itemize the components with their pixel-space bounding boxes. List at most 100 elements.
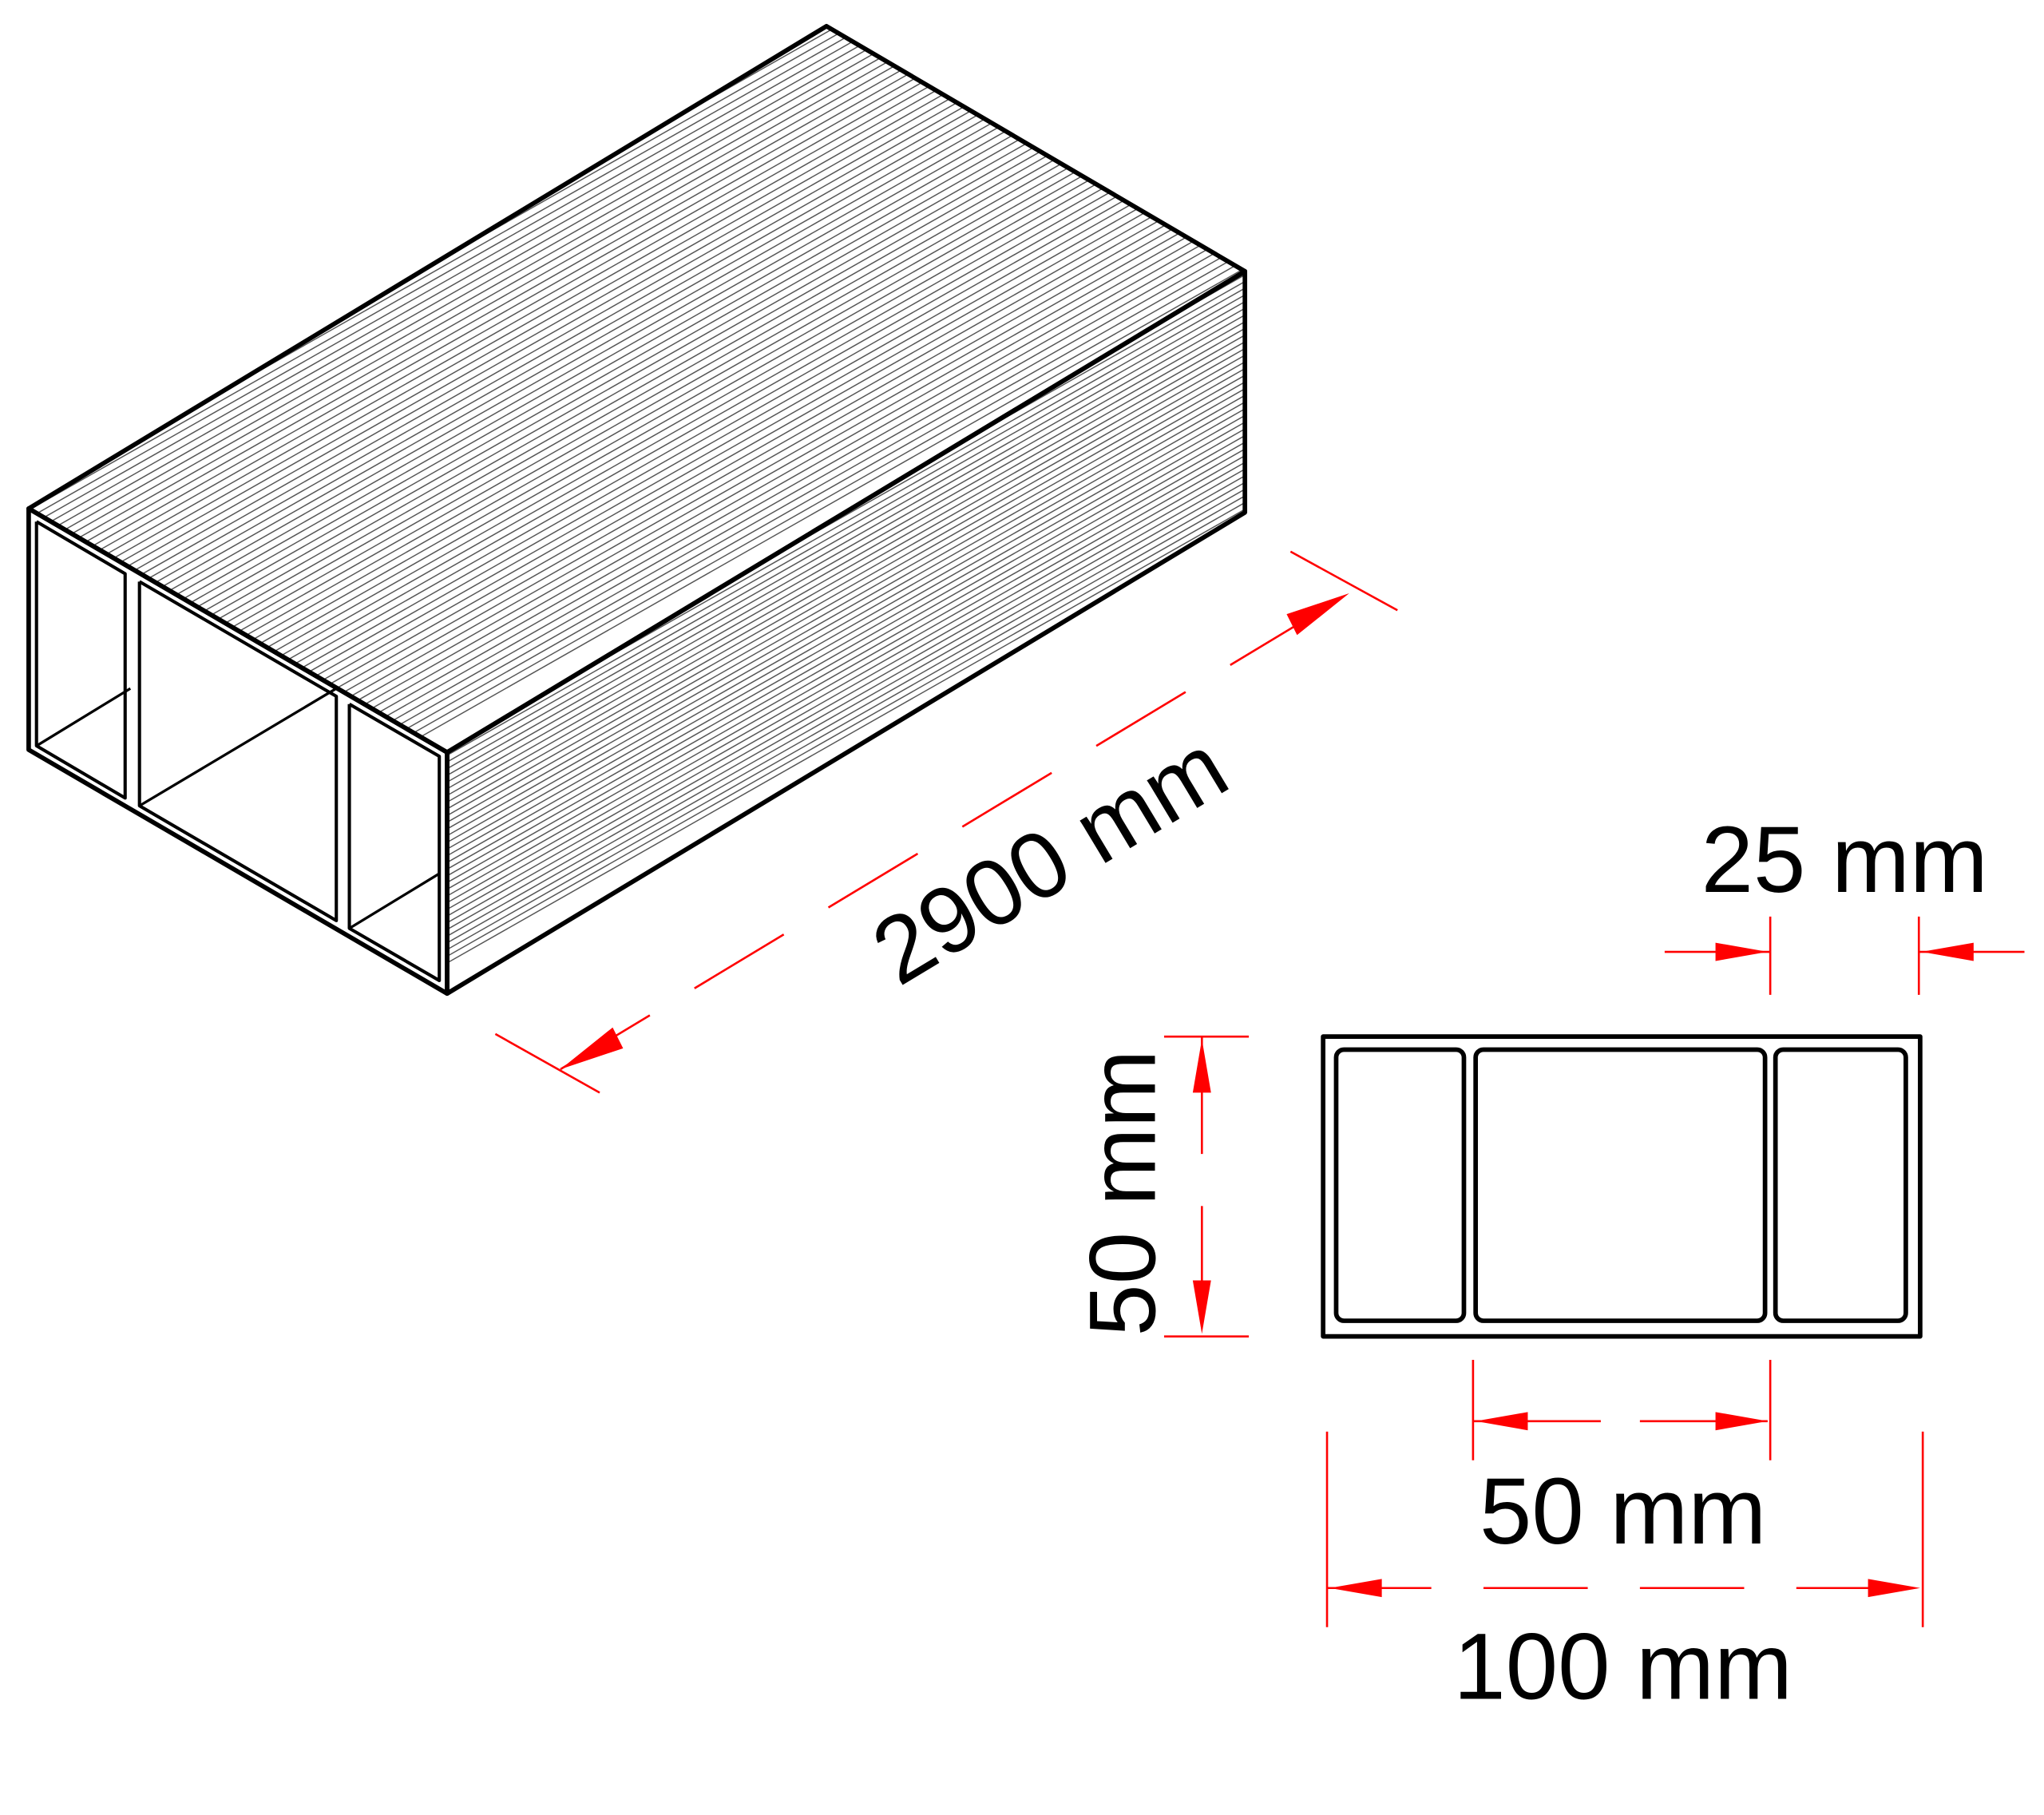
hatch-line (447, 298, 1246, 798)
cell-width-dimension: 25 mm (1664, 807, 2025, 995)
side-face (445, 268, 1248, 997)
hatch-line (65, 30, 942, 530)
hatch-line (274, 153, 1151, 652)
hatch-line (288, 160, 1165, 660)
total-width-dimension: 100 mm (1325, 1431, 1924, 1719)
center-cell-dimension: 50 mm (1472, 1360, 1772, 1563)
hatch-line (85, 42, 963, 542)
hatch-line (343, 193, 1221, 693)
hatch-line (447, 479, 1246, 979)
arrow-icon (1329, 1579, 1382, 1598)
hatch-line (51, 26, 928, 522)
hatch-line (414, 233, 1246, 734)
hatch-line (447, 359, 1246, 858)
hatch-line (447, 284, 1246, 784)
arrow-icon (1192, 1039, 1211, 1093)
arrow-icon (1868, 1579, 1920, 1598)
hatch-line (323, 180, 1200, 680)
hatch-line (260, 144, 1137, 644)
hatch-line (420, 238, 1246, 738)
hatch-line (184, 100, 1060, 600)
hatch-line (267, 149, 1144, 648)
center-cell-label: 50 mm (1480, 1459, 1766, 1563)
hatch-line (447, 271, 1246, 771)
hatch-line (447, 458, 1246, 958)
hatch-line (100, 50, 977, 551)
hatch-line (246, 136, 1123, 636)
hatch-line (93, 46, 970, 546)
hatch-line (371, 209, 1246, 709)
hatch-line (57, 26, 935, 526)
hatch-line (447, 425, 1246, 925)
hatch-line (218, 120, 1095, 620)
hatch-line (399, 225, 1246, 725)
arrow-icon (1286, 593, 1349, 636)
hatch-line (337, 188, 1214, 689)
hatch-line (447, 331, 1246, 831)
hatch-line (447, 438, 1246, 938)
hatch-line (295, 164, 1172, 664)
hatch-line (232, 128, 1110, 628)
hatch-line (162, 87, 1040, 587)
hatch-line (447, 345, 1246, 845)
hatch-line (190, 104, 1068, 604)
hatch-line (447, 365, 1246, 865)
hatch-line (281, 157, 1159, 656)
arrow-icon (1715, 1412, 1768, 1431)
hatch-line (447, 418, 1246, 918)
hatch-line (447, 338, 1246, 838)
arrow-icon (1476, 1412, 1528, 1431)
hatch-line (386, 217, 1246, 717)
hatch-line (156, 83, 1032, 583)
hatch-line (447, 405, 1246, 905)
hatch-line (447, 378, 1246, 878)
arrow-icon (1715, 942, 1768, 961)
hatch-line (149, 79, 1026, 579)
hatch-line (78, 38, 956, 538)
hatch-line (197, 108, 1075, 608)
hatch-line (447, 325, 1246, 825)
hatch-line (253, 140, 1131, 640)
hatch-line (106, 55, 984, 555)
hatch-line (141, 75, 1019, 575)
hatch-line (447, 466, 1246, 965)
hatch-line (358, 201, 1235, 701)
hatch-line (378, 213, 1246, 713)
arrow-icon (1192, 1280, 1211, 1334)
hatch-line (447, 452, 1246, 952)
hatch-line (121, 63, 998, 563)
front-cells (34, 520, 442, 982)
hatch-line (225, 124, 1103, 624)
side-face-hatching (447, 271, 1246, 979)
hatch-line (37, 26, 914, 514)
top-face-hatching (28, 26, 1246, 738)
hatch-line (113, 59, 991, 559)
arrow-icon (561, 1027, 624, 1069)
hatch-line (309, 172, 1186, 672)
hatch-line (447, 412, 1246, 912)
hatch-line (239, 132, 1116, 632)
hatch-line (447, 398, 1246, 898)
hatch-line (406, 229, 1246, 729)
hatch-line (211, 116, 1088, 616)
hatch-line (315, 176, 1193, 676)
cell-width-label: 25 mm (1701, 807, 1988, 912)
hatch-line (302, 168, 1179, 668)
isometric-beam (26, 23, 1248, 997)
hatch-line (351, 197, 1228, 697)
hatch-line (447, 432, 1246, 932)
hatch-line (128, 67, 1004, 567)
hatch-line (28, 26, 886, 497)
length-label: 2900 mm (855, 713, 1244, 1005)
front-face (26, 506, 450, 997)
hatch-line (447, 472, 1246, 972)
hatch-line (447, 351, 1246, 851)
hatch-line (447, 291, 1246, 791)
arrow-icon (1921, 942, 1974, 961)
hatch-line (393, 221, 1246, 721)
hatch-line (447, 311, 1246, 811)
hatch-line (204, 112, 1082, 612)
hatch-line (176, 95, 1054, 596)
total-width-label: 100 mm (1453, 1615, 1792, 1719)
